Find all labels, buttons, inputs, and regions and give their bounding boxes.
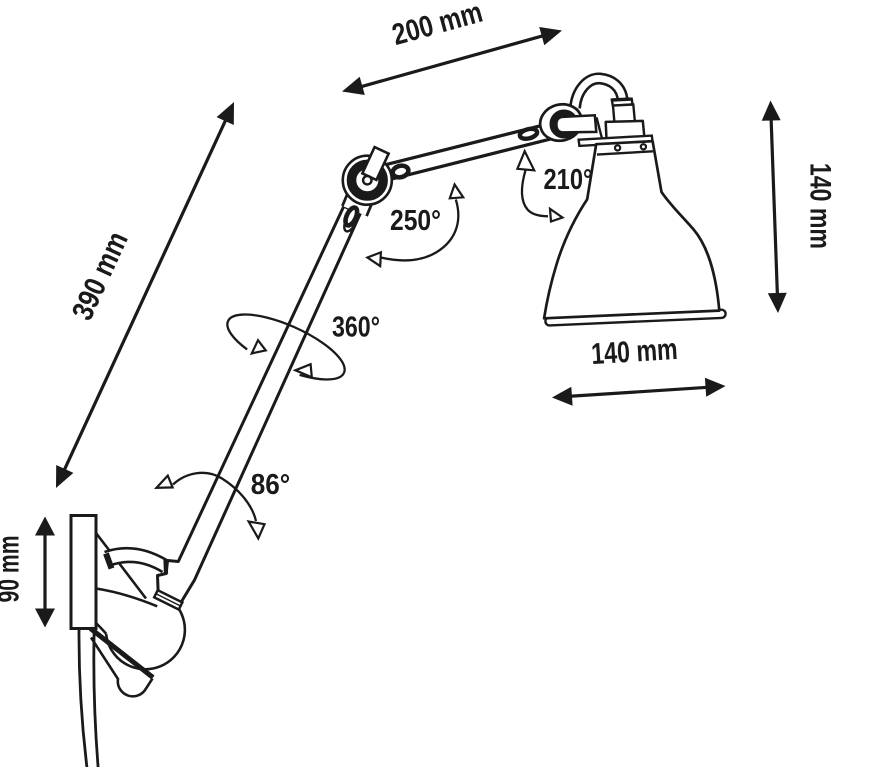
svg-text:86°: 86° — [251, 469, 291, 501]
svg-text:360°: 360° — [332, 312, 380, 344]
svg-text:210°: 210° — [544, 164, 593, 196]
svg-text:140 mm: 140 mm — [590, 333, 678, 371]
svg-text:250°: 250° — [390, 205, 441, 237]
svg-text:140 mm: 140 mm — [804, 163, 837, 249]
svg-text:90 mm: 90 mm — [0, 536, 25, 603]
